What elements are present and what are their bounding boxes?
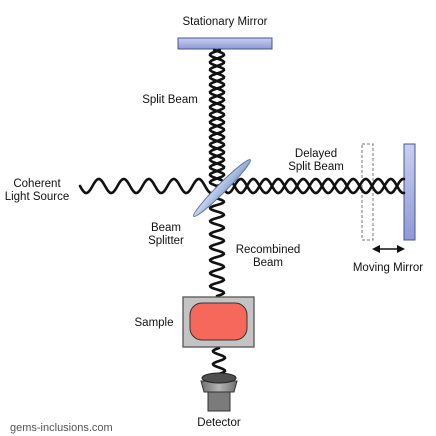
delayed-beam-wave-b xyxy=(220,177,406,195)
delayed-split-beam-label-1: Delayed xyxy=(295,148,337,160)
delayed-split-beam-label-2: Split Beam xyxy=(288,161,344,173)
stationary-mirror xyxy=(177,37,273,50)
delayed-beam-wave-a xyxy=(220,177,406,195)
sample-label: Sample xyxy=(135,317,174,329)
detector-icon xyxy=(200,372,238,412)
beam-splitter-label-1: Beam xyxy=(151,222,181,234)
recombined-beam-wave xyxy=(208,190,226,298)
recombined-beam-label-2: Beam xyxy=(253,257,283,269)
beam-splitter xyxy=(193,159,251,217)
split-beam-wave-b xyxy=(208,48,226,188)
watermark: gems-inclusions.com xyxy=(10,422,113,434)
detector-input-wave xyxy=(211,346,227,376)
recombined-beam-label-1: Recombined xyxy=(236,244,301,256)
coherent-light-source-label-1: Coherent xyxy=(13,178,61,190)
moving-mirror xyxy=(403,143,416,241)
coherent-light-source-label-2: Light Source xyxy=(5,191,70,203)
split-beam-label: Split Beam xyxy=(142,94,198,106)
beams xyxy=(78,48,406,376)
moving-mirror-arrow xyxy=(372,245,405,253)
beam-splitter-label-2: Splitter xyxy=(148,235,184,247)
sample xyxy=(189,302,248,341)
stationary-mirror-label: Stationary Mirror xyxy=(183,16,268,28)
moving-mirror-label: Moving Mirror xyxy=(353,262,423,274)
detector-label: Detector xyxy=(197,417,241,429)
coherent-light-wave xyxy=(78,177,218,195)
